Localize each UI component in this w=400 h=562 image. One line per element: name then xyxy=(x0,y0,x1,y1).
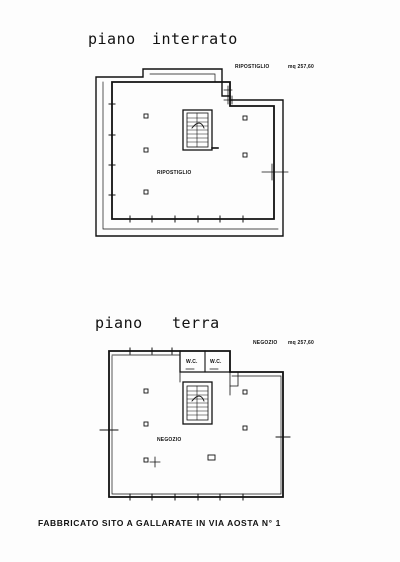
ground-facade-ticks xyxy=(129,347,244,501)
basement-outer-wall xyxy=(95,68,284,237)
ground-title-word2: terra xyxy=(172,314,220,332)
ground-area-room: NEGOZIO xyxy=(253,340,278,346)
basement-title-word2: interrato xyxy=(152,30,238,48)
basement-title-word1: piano xyxy=(88,30,136,48)
ground-columns xyxy=(143,388,248,463)
ground-room-label: NEGOZIO xyxy=(157,437,182,443)
basement-area-room: RIPOSTIGLIO xyxy=(235,64,270,70)
ground-area-value: mq 257,60 xyxy=(288,340,314,346)
building-caption: FABBRICATO SITO A GALLARATE IN VIA AOSTA… xyxy=(38,518,281,528)
basement-area-value: mq 257,60 xyxy=(288,64,314,70)
basement-plan xyxy=(95,68,289,237)
ground-wc-label-1: W.C. xyxy=(186,359,198,365)
basement-stair xyxy=(182,109,219,151)
ground-outer-wall xyxy=(108,350,284,498)
basement-window-ticks xyxy=(108,103,244,223)
basement-inner-wall xyxy=(111,81,275,220)
ground-title-word1: piano xyxy=(95,314,143,332)
basement-room-label: RIPOSTIGLIO xyxy=(157,170,192,176)
ground-plan xyxy=(99,347,291,501)
ground-wc-block xyxy=(179,350,239,396)
ground-stair xyxy=(182,381,213,425)
ground-wc-label-2: W.C. xyxy=(210,359,222,365)
basement-columns xyxy=(143,113,248,195)
